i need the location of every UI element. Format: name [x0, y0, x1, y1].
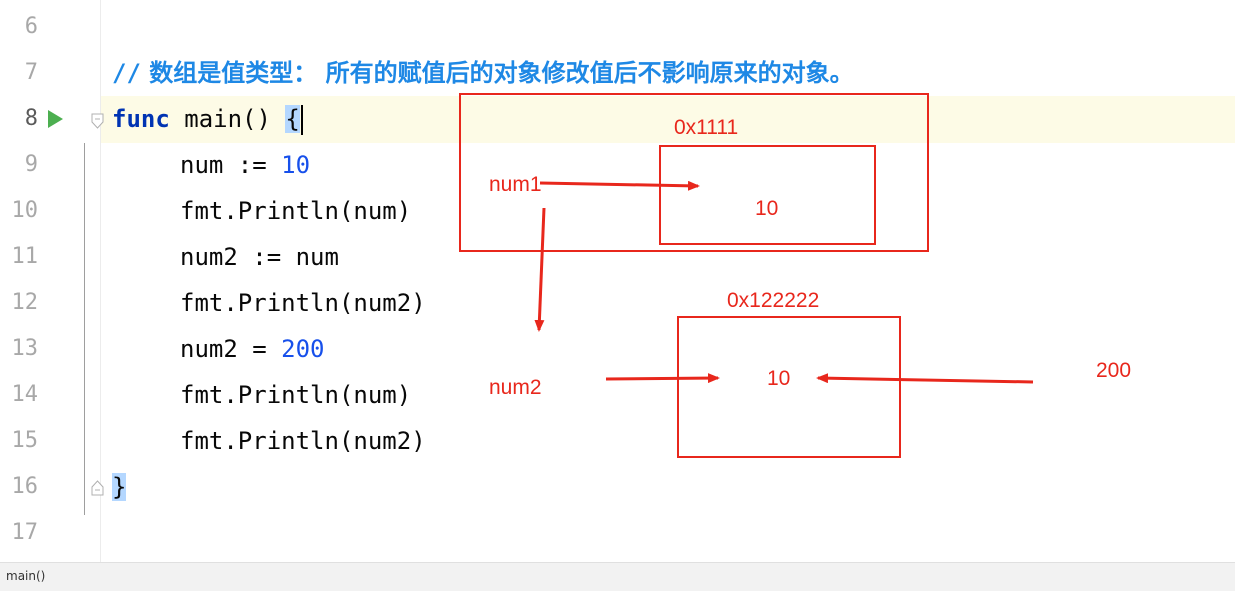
value-label-1: 10 — [755, 197, 779, 220]
fold-close-icon[interactable] — [91, 480, 104, 496]
code-line-12[interactable]: fmt.Println(num2) — [180, 289, 426, 317]
arrow-200-to-value — [816, 373, 1034, 384]
value-box-1 — [659, 145, 876, 245]
code-line-14[interactable]: fmt.Println(num) — [180, 381, 412, 409]
line-number-15: 15 — [11, 428, 39, 453]
code-editor[interactable]: 6 7 8 9 10 11 12 13 14 15 16 17 // 数组是值类… — [0, 0, 1235, 562]
code-line-8[interactable]: func main() { — [112, 96, 303, 142]
code-line-13[interactable]: num2 = 200 — [180, 335, 325, 363]
line-number-6: 6 — [24, 14, 38, 39]
value-label-2: 10 — [767, 367, 791, 390]
breadcrumb[interactable]: main() — [6, 569, 46, 583]
address-label-1: 0x1111 — [674, 116, 739, 139]
memory-diagram — [459, 93, 1034, 458]
indent-guide — [84, 143, 85, 515]
code-line-15[interactable]: fmt.Println(num2) — [180, 427, 426, 455]
line-number-14: 14 — [11, 382, 39, 407]
text-caret — [300, 105, 303, 135]
value-box-2 — [677, 316, 901, 458]
status-bar: main() — [0, 562, 1235, 591]
line-number-8: 8 — [24, 106, 38, 131]
line-number-11: 11 — [11, 244, 39, 269]
line-number-17: 17 — [11, 520, 39, 545]
code-line-9[interactable]: num := 10 — [180, 151, 311, 179]
arrow-num2-to-value — [605, 373, 720, 384]
line-number-16: 16 — [11, 474, 39, 499]
variable-label-num2: num2 — [489, 376, 542, 399]
address-label-2: 0x122222 — [727, 289, 820, 312]
run-icon[interactable] — [48, 110, 63, 128]
arrow-copy-down — [534, 207, 546, 332]
code-line-10[interactable]: fmt.Println(num) — [180, 197, 412, 225]
code-line-11[interactable]: num2 := num — [180, 243, 339, 271]
variable-label-num1: num1 — [489, 173, 542, 196]
comment-line: // 数组是值类型： 所有的赋值后的对象修改值后不影响原来的对象。 — [112, 59, 854, 87]
keyword-func: func — [112, 105, 170, 133]
fold-open-icon[interactable] — [91, 113, 104, 129]
code-line-16[interactable]: } — [112, 464, 127, 510]
line-number-12: 12 — [11, 290, 39, 315]
memory-block-1 — [459, 93, 929, 252]
line-number-13: 13 — [11, 336, 39, 361]
close-brace: } — [112, 473, 127, 501]
open-brace: { — [285, 105, 300, 133]
line-number-10: 10 — [11, 198, 39, 223]
line-number-9: 9 — [24, 152, 38, 177]
current-line-highlight — [0, 96, 1235, 143]
new-value-label: 200 — [1096, 359, 1132, 382]
arrow-num1-to-value — [539, 180, 700, 191]
line-number-7: 7 — [24, 60, 38, 85]
